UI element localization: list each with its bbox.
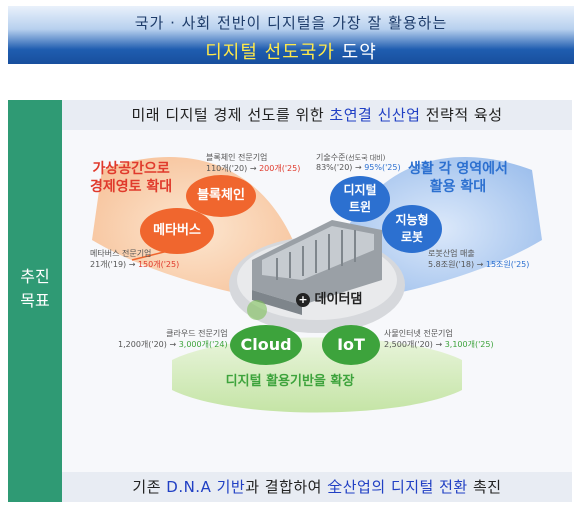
top-strip: 미래 디지털 경제 선도를 위한 초연결 신산업 전략적 육성 bbox=[62, 100, 572, 130]
metaverse-stat-title: 메타버스 전문기업 bbox=[90, 249, 152, 258]
blockchain-stat-title: 블록체인 전문기업 bbox=[206, 153, 268, 162]
cloud-stat-to: 3,000개('24) bbox=[178, 340, 228, 349]
right-header-line1: 생활 각 영역에서 bbox=[408, 161, 508, 177]
blockchain-stat-to: 200개('25) bbox=[259, 164, 301, 173]
digital-twin-label-line1: 디지털 bbox=[343, 183, 377, 197]
banner-line2: 디지털 선도국가 도약 bbox=[8, 38, 574, 64]
banner-highlight: 디지털 선도국가 bbox=[205, 42, 335, 63]
digital-twin-label-line2: 트윈 bbox=[348, 200, 372, 214]
top-strip-highlight: 초연결 신산업 bbox=[329, 106, 421, 124]
twin-stat: 기술수준(선도국 대비) 83%('20) → 95%('25) bbox=[316, 152, 401, 172]
cloud-stat-title: 클라우드 전문기업 bbox=[166, 329, 228, 338]
metaverse-stat-to: 150개('25) bbox=[137, 260, 180, 269]
bottom-strip-h1: D.N.A 기반 bbox=[166, 478, 246, 496]
twin-stat-to: 95%('25) bbox=[364, 163, 401, 172]
bottom-strip-p2: 과 결합하여 bbox=[245, 478, 328, 496]
banner-line1: 국가 · 사회 전반이 디지털을 가장 잘 활용하는 bbox=[134, 14, 448, 32]
side-label-line2: 목표 bbox=[20, 291, 50, 310]
digital-twin-node: 디지털 트윈 bbox=[330, 176, 390, 222]
arrow-glyph: → bbox=[476, 260, 484, 269]
metaverse-node: 메타버스 bbox=[140, 208, 214, 254]
bottom-strip: 기존 D.N.A 기반과 결합하여 全산업의 디지털 전환 촉진 bbox=[62, 472, 572, 502]
banner-line2-rest: 도약 bbox=[334, 42, 377, 63]
robot-stat-title: 로봇산업 매출 bbox=[428, 249, 475, 258]
iot-stat: 사물인터넷 전문기업 2,500개('20) → 3,100개('25) bbox=[384, 328, 494, 350]
twin-stat-title: 기술수준 bbox=[316, 153, 346, 162]
twin-stat-sub: (선도국 대비) bbox=[345, 154, 386, 162]
left-header-line1: 가상공간으로 bbox=[92, 161, 170, 177]
bottom-strip-h2: 全산업의 bbox=[327, 478, 386, 496]
cloud-stat: 클라우드 전문기업 1,200개('20) → 3,000개('24) bbox=[118, 328, 228, 350]
plus-icon: + bbox=[296, 293, 310, 307]
blockchain-stat-from: 110개('20) bbox=[206, 164, 248, 173]
robot-label-line1: 지능형 bbox=[395, 213, 429, 227]
right-header: 생활 각 영역에서 활용 확대 bbox=[408, 160, 508, 196]
side-label: 추진 목표 bbox=[8, 100, 62, 502]
data-dam-label: + 데이터댐 bbox=[296, 288, 362, 307]
robot-stat: 로봇산업 매출 5.8조원('18) → 15조원('25) bbox=[428, 248, 529, 270]
robot-label-line2: 로봇 bbox=[400, 230, 424, 244]
cloud-node: Cloud bbox=[230, 325, 302, 365]
arrow-glyph: → bbox=[128, 260, 136, 269]
blockchain-stat: 블록체인 전문기업 110개('20) → 200개('25) bbox=[206, 152, 300, 174]
goal-banner: 국가 · 사회 전반이 디지털을 가장 잘 활용하는 디지털 선도국가 도약 bbox=[8, 6, 574, 64]
left-header: 가상공간으로 경제영토 확대 bbox=[90, 160, 172, 196]
iot-stat-from: 2,500개('20) bbox=[384, 340, 433, 349]
iot-stat-title: 사물인터넷 전문기업 bbox=[384, 329, 453, 338]
side-label-line1: 추진 bbox=[20, 267, 50, 286]
robot-stat-from: 5.8조원('18) bbox=[428, 260, 475, 269]
robot-stat-to: 15조원('25) bbox=[485, 260, 530, 269]
bottom-strip-p1: 기존 bbox=[132, 478, 167, 496]
robot-node: 지능형 로봇 bbox=[382, 205, 442, 253]
arrow-glyph: → bbox=[249, 164, 257, 173]
dam-icon bbox=[252, 220, 382, 315]
metaverse-stat: 메타버스 전문기업 21개('19) → 150개('25) bbox=[90, 248, 179, 270]
iot-node: IoT bbox=[322, 325, 380, 365]
iot-stat-to: 3,100개('25) bbox=[444, 340, 494, 349]
arrow-glyph: → bbox=[435, 340, 443, 349]
right-header-line2: 활용 확대 bbox=[429, 179, 487, 195]
left-header-line2: 경제영토 확대 bbox=[90, 179, 173, 195]
arrow-glyph: → bbox=[169, 340, 177, 349]
data-dam-text: 데이터댐 bbox=[314, 292, 363, 307]
bottom-strip-h3: 디지털 전환 bbox=[390, 478, 468, 496]
top-strip-prefix: 미래 디지털 경제 선도를 위한 bbox=[131, 106, 330, 124]
twin-stat-from: 83%('20) bbox=[316, 163, 353, 172]
cloud-stat-from: 1,200개('20) bbox=[118, 340, 167, 349]
arrow-glyph: → bbox=[354, 163, 362, 172]
bottom-strip-p4: 촉진 bbox=[467, 478, 502, 496]
blockchain-node: 블록체인 bbox=[186, 175, 256, 217]
top-strip-suffix: 전략적 육성 bbox=[420, 106, 503, 124]
bottom-diagram-label: 디지털 활용기반을 확장 bbox=[225, 374, 355, 389]
metaverse-stat-from: 21개('19) bbox=[90, 260, 127, 269]
